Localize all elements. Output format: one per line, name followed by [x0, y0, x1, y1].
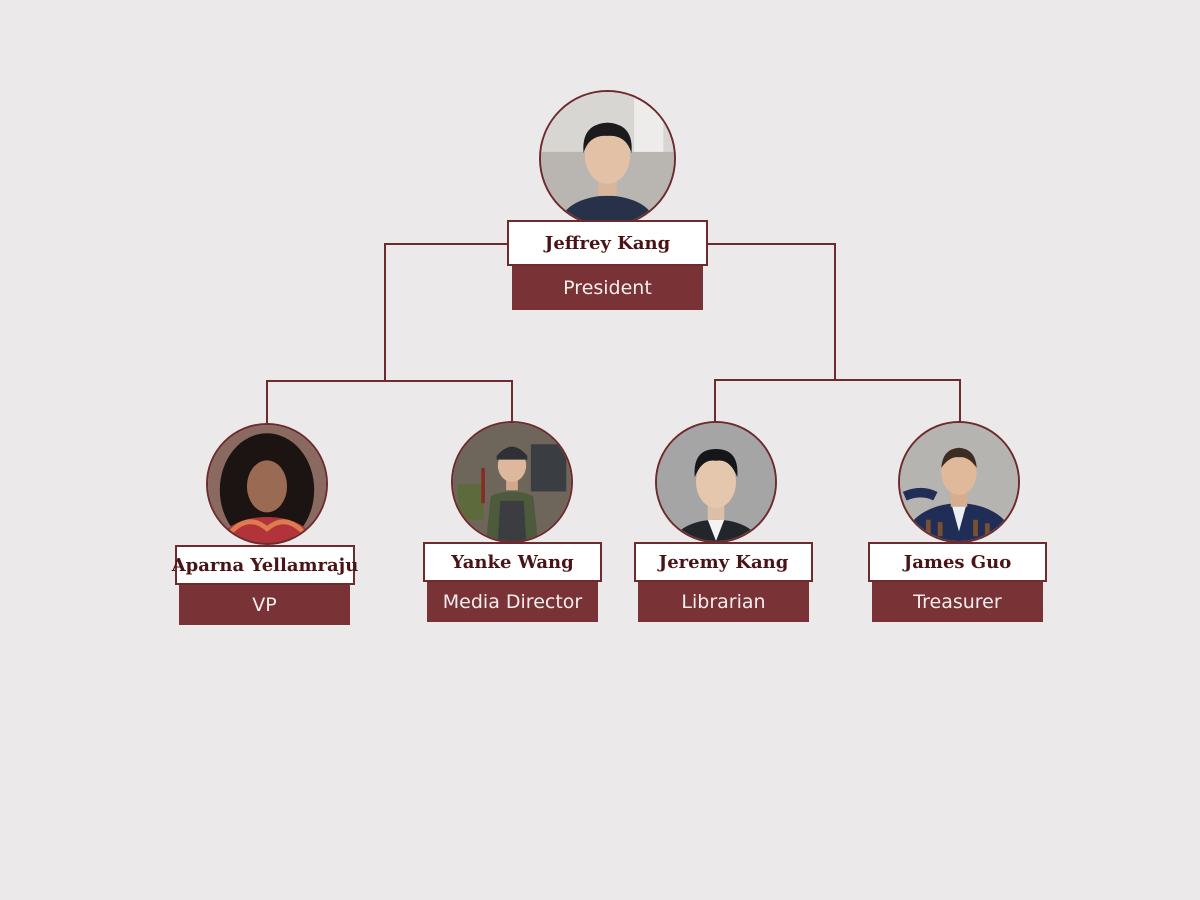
treasurer-role: Treasurer	[872, 581, 1043, 622]
president-role: President	[512, 265, 703, 310]
person-photo-icon	[900, 423, 1018, 541]
connector-president-left	[384, 243, 508, 381]
person-photo-icon	[208, 425, 326, 543]
person-photo-icon	[657, 423, 775, 541]
connector-president-right	[707, 243, 836, 380]
librarian-photo	[655, 421, 777, 543]
connector-right-split	[714, 379, 961, 423]
president-name: Jeffrey Kang	[507, 220, 708, 266]
media-director-role: Media Director	[427, 581, 598, 622]
librarian-name: Jeremy Kang	[634, 542, 813, 582]
librarian-role: Librarian	[638, 581, 809, 622]
media-director-name: Yanke Wang	[423, 542, 602, 582]
person-photo-icon	[541, 92, 674, 225]
person-photo-icon	[453, 423, 571, 541]
vp-photo	[206, 423, 328, 545]
vp-name: Aparna Yellamraju	[172, 545, 358, 585]
connector-left-split	[266, 380, 513, 423]
president-photo	[539, 90, 676, 227]
media-director-photo	[451, 421, 573, 543]
treasurer-name: James Guo	[868, 542, 1047, 582]
vp-role: VP	[179, 584, 350, 625]
treasurer-photo	[898, 421, 1020, 543]
